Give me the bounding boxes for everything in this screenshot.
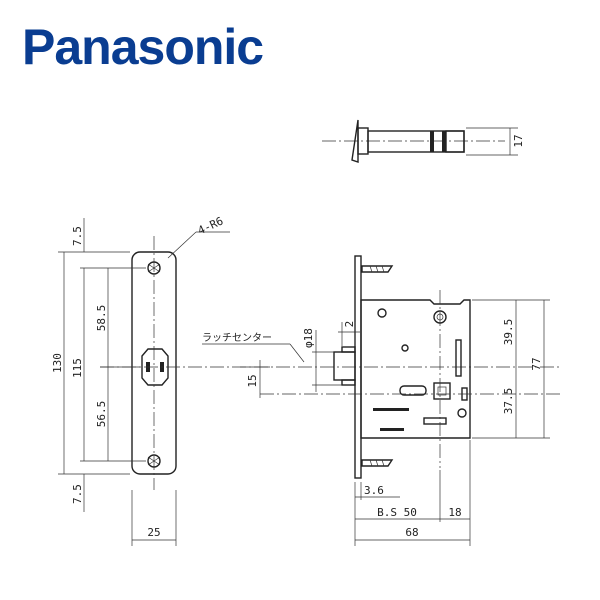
- dim-68: 68: [405, 526, 418, 539]
- dim-total-height: 130: [51, 353, 64, 373]
- latch-center-label: ラッチセンター: [202, 332, 272, 344]
- dim-18: 18: [448, 506, 461, 519]
- front-plate-view: 4-R6 130 115 58.5 56.5 7.5 7.5: [51, 214, 560, 546]
- dim-lower-right: 37.5: [502, 388, 515, 415]
- dim-diameter: φ18: [302, 328, 315, 348]
- dim-top-margin: 7.5: [71, 226, 84, 246]
- dim-17: 17: [512, 134, 525, 147]
- dim-total-right: 77: [530, 357, 543, 370]
- dim-radius-note: 4-R6: [196, 214, 226, 237]
- dim-15: 15: [246, 374, 259, 387]
- dim-lower: 56.5: [95, 401, 108, 428]
- panasonic-logo: Panasonic: [22, 19, 264, 75]
- top-view-latch: 17: [322, 119, 525, 163]
- dim-upper: 58.5: [95, 305, 108, 332]
- dim-3-6: 3.6: [364, 484, 384, 497]
- dim-screw-pitch: 115: [71, 358, 84, 378]
- dim-backset: B.S 50: [377, 506, 417, 519]
- dim-width: 25: [147, 526, 160, 539]
- lock-case-view: ラッチセンター φ18 2 15 39.5 37.5 77: [202, 255, 560, 546]
- dim-2: 2: [343, 321, 356, 328]
- dim-bottom-margin: 7.5: [71, 484, 84, 504]
- dim-upper-right: 39.5: [502, 319, 515, 346]
